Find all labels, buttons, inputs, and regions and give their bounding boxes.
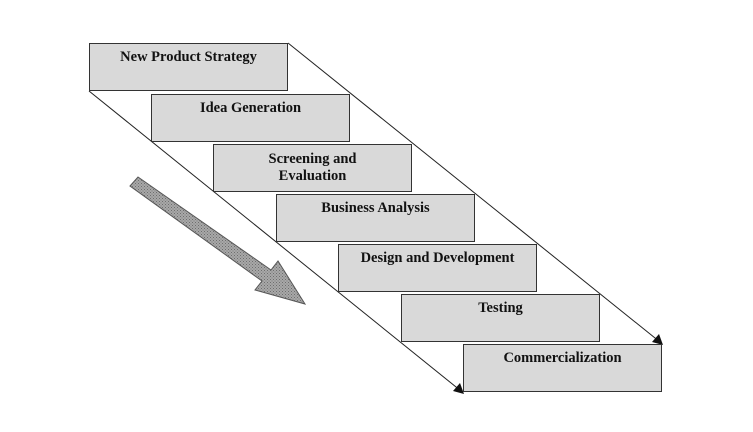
step-business-analysis: Business Analysis (276, 194, 475, 242)
step-design-and-development: Design and Development (338, 244, 537, 292)
step-label: Idea Generation (199, 100, 302, 116)
upper-diagonal-line (287, 42, 661, 343)
lower-diagonal-arrowhead (453, 383, 464, 394)
step-label: Testing (478, 300, 523, 316)
step-label: Commercialization (503, 350, 622, 366)
step-label: Screening and Evaluation (268, 151, 357, 184)
step-label: Design and Development (360, 250, 515, 266)
step-new-product-strategy: New Product Strategy (89, 43, 288, 91)
step-label: New Product Strategy (120, 49, 257, 65)
step-testing: Testing (401, 294, 600, 342)
upper-diagonal-arrowhead (652, 334, 663, 345)
step-screening-and-evaluation: Screening and Evaluation (213, 144, 412, 192)
step-label: Business Analysis (321, 200, 430, 216)
step-idea-generation: Idea Generation (151, 94, 350, 142)
step-commercialization: Commercialization (463, 344, 662, 392)
direction-arrow-icon (129, 176, 307, 305)
